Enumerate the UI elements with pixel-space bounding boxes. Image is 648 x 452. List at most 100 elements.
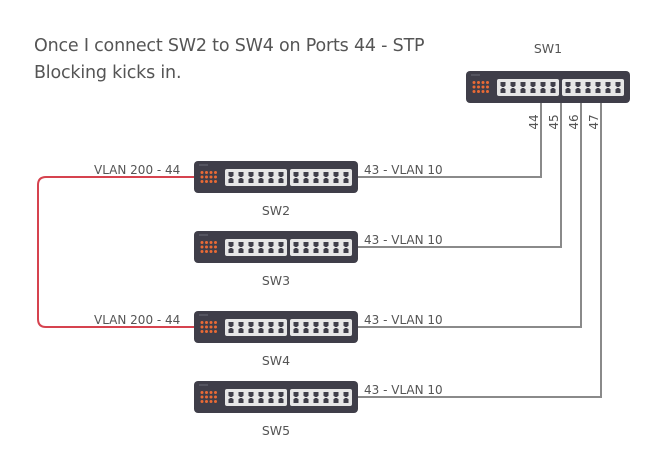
ethernet-port-icon — [605, 88, 611, 93]
led — [481, 81, 485, 84]
ethernet-port-icon — [565, 88, 571, 93]
ethernet-port-icon — [333, 178, 339, 183]
uplink-sw4-to-sw1 — [358, 103, 582, 328]
ethernet-port-icon — [238, 398, 244, 403]
led — [209, 325, 213, 329]
led — [200, 171, 204, 174]
ethernet-port-icon — [500, 88, 506, 93]
port-panel — [290, 389, 352, 406]
status-leds-icon — [200, 321, 217, 333]
led — [214, 171, 217, 174]
sw1-port-label: 46 — [567, 114, 581, 129]
port-panel — [497, 79, 559, 96]
loop-port-label: VLAN 200 - 44 — [94, 313, 180, 327]
ethernet-port-icon — [238, 242, 244, 247]
led — [205, 391, 208, 394]
loop-port-label: VLAN 200 - 44 — [94, 163, 180, 177]
led — [205, 180, 208, 183]
ethernet-port-icon — [343, 398, 349, 403]
led — [214, 245, 217, 249]
led — [205, 395, 208, 399]
led — [200, 391, 204, 394]
led — [209, 395, 213, 399]
led — [200, 175, 204, 179]
ethernet-port-icon — [303, 322, 309, 327]
ethernet-port-icon — [293, 242, 299, 247]
switch-name-label: SW2 — [262, 203, 290, 218]
led — [200, 321, 204, 324]
led — [477, 85, 480, 89]
ethernet-port-icon — [258, 178, 264, 183]
ethernet-port-icon — [238, 178, 244, 183]
ethernet-port-icon — [228, 328, 234, 333]
switch-sw5[interactable] — [194, 381, 358, 413]
port-panel-1 — [225, 239, 287, 256]
ethernet-port-icon — [238, 172, 244, 177]
ethernet-port-icon — [228, 392, 234, 397]
ethernet-port-icon — [333, 328, 339, 333]
ethernet-port-icon — [268, 328, 274, 333]
ethernet-port-icon — [313, 248, 319, 253]
ethernet-port-icon — [303, 398, 309, 403]
status-leds-icon — [200, 171, 217, 183]
uplink-sw5-to-sw1 — [358, 103, 602, 398]
ethernet-port-icon — [293, 178, 299, 183]
switch-sw2[interactable] — [194, 161, 358, 193]
switch-sw4[interactable] — [194, 311, 358, 343]
led — [214, 241, 217, 244]
ethernet-port-icon — [228, 242, 234, 247]
ethernet-port-icon — [258, 328, 264, 333]
ethernet-port-icon — [258, 248, 264, 253]
sw1-port-label: 44 — [527, 114, 541, 129]
ethernet-port-icon — [530, 82, 536, 87]
ethernet-port-icon — [333, 242, 339, 247]
led — [209, 180, 213, 183]
ethernet-port-icon — [278, 178, 284, 183]
ethernet-port-icon — [228, 248, 234, 253]
ethernet-port-icon — [248, 242, 254, 247]
ethernet-port-icon — [268, 248, 274, 253]
uplink-label: 43 - VLAN 10 — [364, 383, 443, 397]
ethernet-port-icon — [268, 178, 274, 183]
port-panel-2 — [290, 239, 352, 256]
ethernet-port-icon — [293, 328, 299, 333]
uplink-label: 43 - VLAN 10 — [364, 313, 443, 327]
ethernet-port-icon — [293, 392, 299, 397]
ethernet-port-icon — [343, 242, 349, 247]
ethernet-port-icon — [550, 82, 556, 87]
ethernet-port-icon — [333, 322, 339, 327]
switch-name-label: SW1 — [534, 41, 562, 56]
ethernet-port-icon — [303, 392, 309, 397]
switch-sw3[interactable] — [194, 231, 358, 263]
led — [209, 400, 213, 403]
led — [472, 85, 476, 89]
ethernet-port-icon — [323, 178, 329, 183]
ethernet-port-icon — [333, 398, 339, 403]
ethernet-port-icon — [540, 88, 546, 93]
ethernet-port-icon — [278, 322, 284, 327]
uplink-sw3-to-sw1 — [358, 103, 562, 248]
ethernet-port-icon — [343, 392, 349, 397]
switch-sw1[interactable] — [466, 71, 630, 103]
port-panel — [290, 239, 352, 256]
ethernet-port-icon — [268, 242, 274, 247]
ethernet-port-icon — [238, 328, 244, 333]
status-leds-icon — [200, 391, 217, 403]
ethernet-port-icon — [313, 242, 319, 247]
ethernet-port-icon — [313, 392, 319, 397]
led — [481, 85, 485, 89]
led — [477, 81, 480, 84]
ethernet-port-icon — [575, 82, 581, 87]
status-leds-icon — [200, 241, 217, 253]
ethernet-port-icon — [530, 88, 536, 93]
ethernet-port-icon — [323, 328, 329, 333]
ethernet-port-icon — [278, 242, 284, 247]
ethernet-port-icon — [258, 242, 264, 247]
led — [205, 250, 208, 253]
ethernet-port-icon — [303, 172, 309, 177]
led — [200, 325, 204, 329]
led — [209, 245, 213, 249]
port-panel — [225, 389, 287, 406]
ethernet-port-icon — [293, 322, 299, 327]
switch-name-label: SW5 — [262, 423, 290, 438]
